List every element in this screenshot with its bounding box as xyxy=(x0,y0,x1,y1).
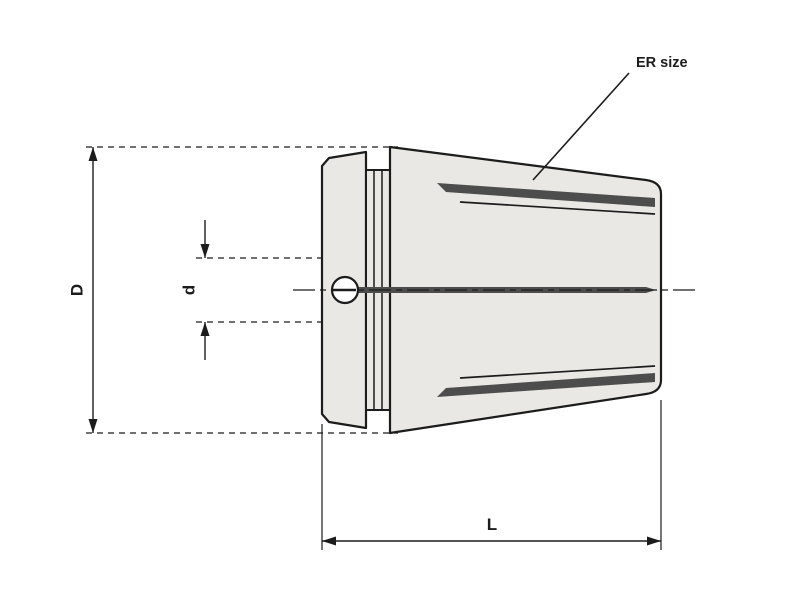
er-size-leader-line xyxy=(532,72,630,181)
dimension-D-arrow-down xyxy=(88,419,98,433)
dimension-L: L xyxy=(321,400,662,550)
dimension-d: d xyxy=(179,220,210,360)
collet-slot-bottom xyxy=(437,373,655,397)
dimension-D-extension-lines xyxy=(86,146,398,434)
collet-slot-top-edge-line xyxy=(459,201,656,215)
dimension-d-label: d xyxy=(179,285,198,295)
dimension-D: D xyxy=(67,147,98,433)
collet-slot-top xyxy=(437,183,655,207)
dimension-L-arrow-left xyxy=(322,536,336,546)
dimension-d-arrow-down xyxy=(200,244,210,258)
dimension-d-arrow-up xyxy=(200,322,210,336)
dimension-L-arrow-right xyxy=(647,536,661,546)
er-size-callout: ER size xyxy=(532,55,688,181)
dimension-L-label: L xyxy=(487,515,497,534)
collet-slot-bottom-edge-line xyxy=(459,365,656,379)
dimension-D-arrow-up xyxy=(88,147,98,161)
er-size-label: ER size xyxy=(636,55,688,71)
dimension-D-label: D xyxy=(67,284,86,296)
